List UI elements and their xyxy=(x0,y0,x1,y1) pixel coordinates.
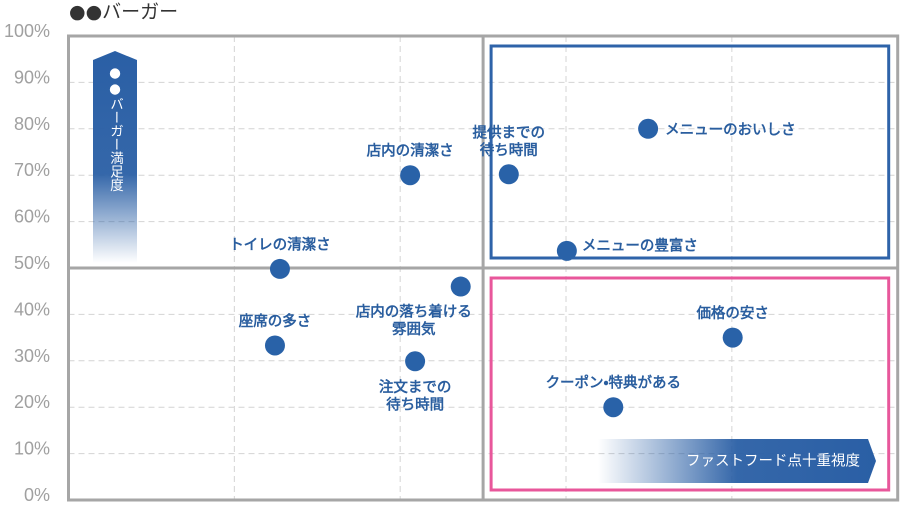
data-label: 注文までの待ち時間 xyxy=(379,378,452,414)
data-point xyxy=(638,118,659,139)
data-label-line: メニューの豊富さ xyxy=(582,236,698,254)
data-label: 座席の多さ xyxy=(238,312,312,330)
data-point xyxy=(498,164,519,185)
plot-frame xyxy=(67,34,900,502)
highlight-box-top-right xyxy=(489,44,891,260)
chart-title: ●●バーガー xyxy=(69,1,179,23)
y-tick-label: 10% xyxy=(14,439,50,459)
x-axis-label: ファストフード点十重視度 xyxy=(686,453,860,470)
data-point xyxy=(556,240,577,261)
data-label-line: 店内の清潔さ xyxy=(367,142,454,160)
y-axis-arrow xyxy=(93,51,137,263)
plot-border xyxy=(67,34,900,502)
y-tick-labels: 0% 10% 20% 30% 40% 50% 60% 70% 80% 90% 100% xyxy=(4,21,50,505)
data-point xyxy=(405,351,426,372)
y-tick-label: 90% xyxy=(14,67,50,87)
data-point xyxy=(603,397,624,418)
data-label-line: トイレの清潔さ xyxy=(229,235,331,253)
data-label: メニューの豊富さ xyxy=(582,236,698,254)
data-labels: 店内の清潔さ提供までの待ち時間トイレの清潔さメニューのおいしさメニューの豊富さ座… xyxy=(229,121,795,413)
y-tick-label: 60% xyxy=(14,207,50,227)
data-label-line: 価格の安さ xyxy=(695,304,769,322)
data-label: 店内の落ち着ける雰囲気 xyxy=(356,303,472,339)
y-tick-label: 80% xyxy=(14,114,50,134)
y-tick-label: 20% xyxy=(14,392,50,412)
data-label: 価格の安さ xyxy=(695,304,769,322)
y-tick-label: 100% xyxy=(4,21,50,41)
data-label: トイレの清潔さ xyxy=(229,235,331,253)
data-label-line: 待ち時間 xyxy=(480,141,538,159)
data-label-line: クーポン・特典がある xyxy=(546,374,681,392)
data-label-line: メニューのおいしさ xyxy=(665,121,796,138)
data-label: 提供までの待ち時間 xyxy=(473,123,546,159)
data-label-line: 提供までの xyxy=(473,123,546,141)
x-axis-arrow xyxy=(598,439,876,483)
y-tick-label: 30% xyxy=(14,346,50,366)
y-axis-label: ●●バーガー満足度 xyxy=(107,65,123,192)
data-point xyxy=(450,276,471,297)
data-point xyxy=(264,335,285,356)
data-points xyxy=(264,118,743,418)
axis-arrows: ファストフード点十重視度 xyxy=(93,51,876,483)
data-point xyxy=(400,165,421,186)
data-label: クーポン・特典がある xyxy=(546,374,681,392)
highlight-boxes xyxy=(489,44,891,492)
highlight-box-bottom-right xyxy=(489,276,891,492)
y-tick-label: 70% xyxy=(14,160,50,180)
data-label-line: 座席の多さ xyxy=(238,312,312,330)
data-label: メニューのおいしさ xyxy=(665,121,796,138)
data-label-line: 注文までの xyxy=(379,378,452,396)
y-tick-label: 40% xyxy=(14,299,50,319)
data-point xyxy=(269,258,290,279)
y-tick-label: 0% xyxy=(24,485,50,505)
data-label-line: 雰囲気 xyxy=(392,320,436,338)
data-point xyxy=(722,327,743,348)
data-label: 店内の清潔さ xyxy=(367,142,454,160)
data-label-line: 待ち時間 xyxy=(386,395,444,413)
y-tick-label: 50% xyxy=(14,253,50,273)
data-label-line: 店内の落ち着ける xyxy=(356,303,472,321)
